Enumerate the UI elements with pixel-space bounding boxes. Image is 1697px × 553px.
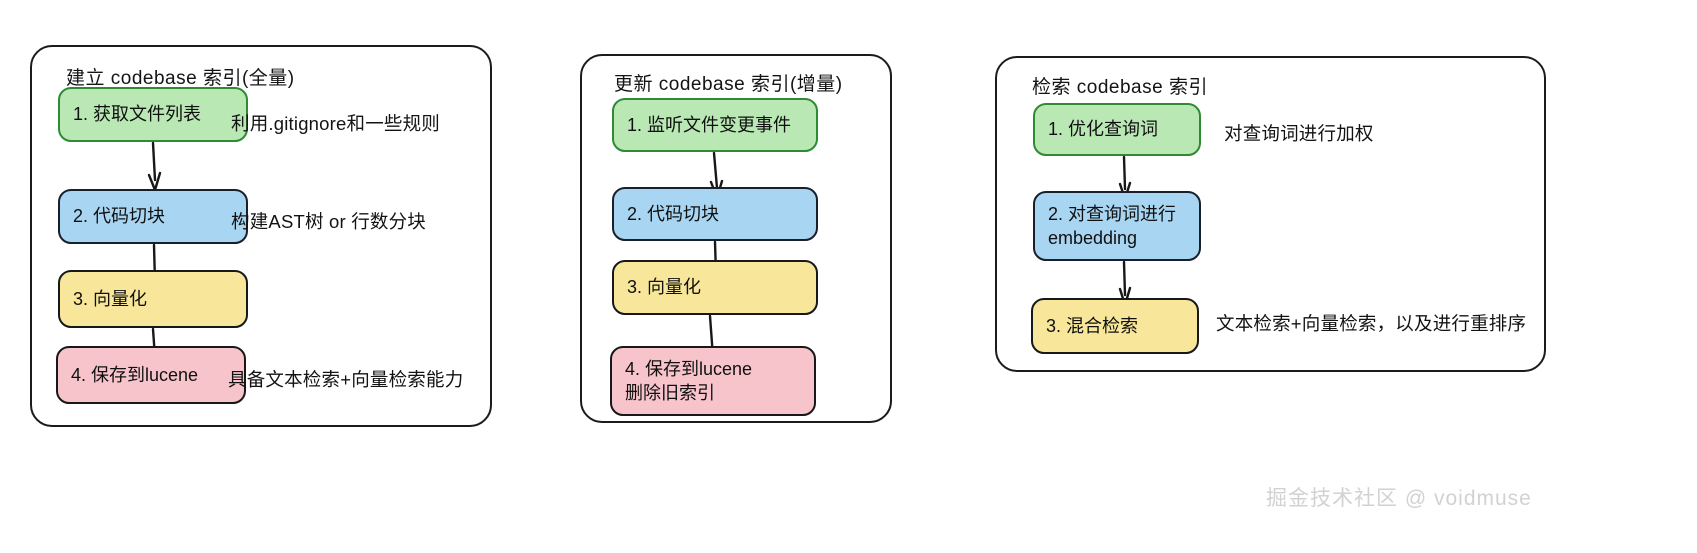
- panel-title: 更新 codebase 索引(增量): [614, 74, 843, 95]
- step-box[interactable]: 1. 优化查询词: [1033, 103, 1201, 156]
- step-box[interactable]: 4. 保存到lucene 删除旧索引: [610, 346, 816, 416]
- arrow-connector: [147, 141, 162, 192]
- step-box[interactable]: 2. 代码切块: [612, 187, 818, 241]
- step-box[interactable]: 1. 获取文件列表: [58, 87, 248, 142]
- step-box[interactable]: 2. 代码切块: [58, 189, 248, 244]
- step-box[interactable]: 4. 保存到lucene: [56, 346, 246, 404]
- step-box[interactable]: 3. 混合检索: [1031, 298, 1199, 354]
- panel-build-index: 建立 codebase 索引(全量) 1. 获取文件列表 2. 代码切块 3. …: [30, 45, 492, 427]
- panel-title: 建立 codebase 索引(全量): [66, 68, 295, 89]
- annotation-note: 对查询词进行加权: [1224, 123, 1374, 144]
- step-box[interactable]: 3. 向量化: [612, 260, 818, 315]
- annotation-note: 利用.gitignore和一些规则: [231, 113, 441, 134]
- annotation-note: 文本检索+向量检索，以及进行重排序: [1216, 313, 1527, 334]
- panel-title: 检索 codebase 索引: [1032, 77, 1208, 98]
- step-box[interactable]: 2. 对查询词进行 embedding: [1033, 191, 1201, 261]
- step-box[interactable]: 3. 向量化: [58, 270, 248, 328]
- annotation-note: 构建AST树 or 行数分块: [231, 211, 427, 232]
- watermark: 掘金技术社区 @ voidmuse: [1266, 487, 1532, 510]
- annotation-note: 具备文本检索+向量检索能力: [228, 369, 464, 390]
- panel-search-index: 检索 codebase 索引 1. 优化查询词 2. 对查询词进行 embedd…: [995, 56, 1546, 372]
- step-box[interactable]: 1. 监听文件变更事件: [612, 98, 818, 152]
- panel-update-index: 更新 codebase 索引(增量) 1. 监听文件变更事件 2. 代码切块 3…: [580, 54, 892, 423]
